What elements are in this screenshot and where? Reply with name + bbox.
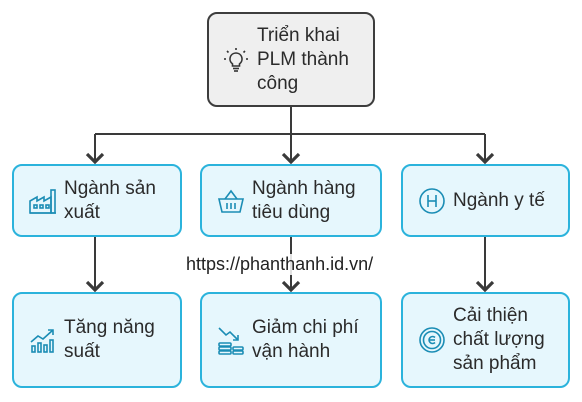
node-productivity-label: Tăng năng suất	[64, 317, 155, 362]
node-manufacturing-label: Ngành sản xuất	[64, 177, 156, 223]
root-label: Triển khai PLM thành công	[257, 24, 349, 94]
node-cost-reduction-label: Giảm chi phí vận hành	[252, 317, 359, 362]
node-productivity: Tăng năng suất	[12, 292, 182, 388]
node-quality: Cải thiện chất lượng sản phẩm	[401, 292, 570, 388]
node-quality-label: Cải thiện chất lượng sản phẩm	[453, 305, 545, 374]
growth-chart-icon	[22, 326, 64, 354]
shopping-basket-icon	[210, 187, 252, 215]
node-consumer-goods-label: Ngành hàng tiêu dùng	[252, 177, 356, 223]
lightbulb-icon	[215, 47, 257, 73]
quality-badge-icon	[411, 325, 453, 355]
watermark-url: https://phanthanh.id.vn/	[184, 254, 376, 275]
node-manufacturing: Ngành sản xuất	[12, 164, 182, 237]
factory-icon	[22, 187, 64, 215]
hospital-icon	[411, 186, 453, 216]
node-cost-reduction: Giảm chi phí vận hành	[200, 292, 382, 388]
coins-decrease-icon	[210, 325, 252, 355]
node-healthcare-label: Ngành y tế	[453, 189, 545, 211]
root-node: Triển khai PLM thành công	[207, 12, 375, 107]
node-healthcare: Ngành y tế	[401, 164, 570, 237]
node-consumer-goods: Ngành hàng tiêu dùng	[200, 164, 382, 237]
